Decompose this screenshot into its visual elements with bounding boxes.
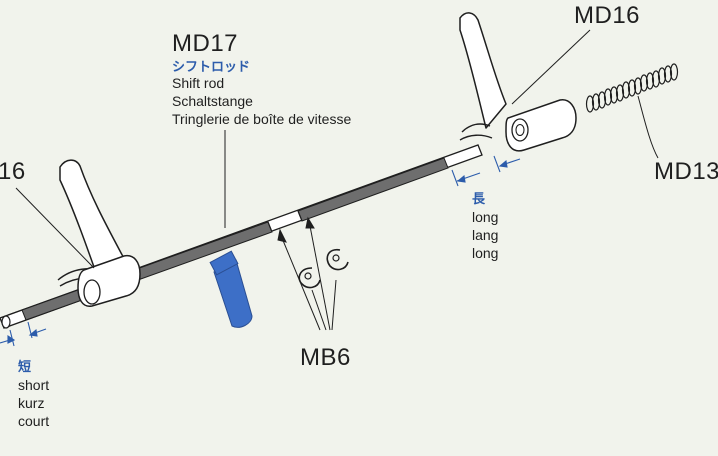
shift-rod-label-jp: シフトロッド <box>172 59 251 74</box>
long-end-label-jp: 長 <box>472 191 486 206</box>
right-fork-part-number: MD16 <box>574 2 641 29</box>
short-end-en: short <box>18 377 50 393</box>
right-shift-fork <box>459 12 577 152</box>
short-end-caption: short kurz court <box>18 376 49 430</box>
dimension-short <box>0 321 47 347</box>
left-shift-fork <box>57 159 141 307</box>
grease-tube <box>209 250 253 328</box>
long-end-de: lang <box>472 227 499 243</box>
clip-grooves <box>267 210 303 233</box>
long-end-en: long <box>472 209 499 225</box>
long-end-fr: long <box>472 245 499 261</box>
short-end-label-jp: 短 <box>18 359 32 374</box>
shift-rod-caption: Shift rod Schaltstange Tringlerie de boî… <box>172 74 351 128</box>
short-end-de: kurz <box>18 395 45 411</box>
long-end-caption: long lang long <box>472 208 498 262</box>
coil-spring <box>585 63 679 113</box>
short-end-fr: court <box>18 413 50 429</box>
leader-lines <box>15 29 659 331</box>
dimension-long <box>451 155 521 187</box>
left-fork-part-number: 16 <box>0 158 26 185</box>
e-clip-right <box>326 248 349 271</box>
shift-rod-part-number: MD17 <box>172 30 239 57</box>
shift-rod-caption-en: Shift rod <box>172 75 225 91</box>
e-clip-left <box>298 267 321 289</box>
spring-part-number: MD13 <box>654 158 718 185</box>
shift-rod-caption-de: Schaltstange <box>172 93 253 109</box>
shift-rod-caption-fr: Tringlerie de boîte de vitesse <box>172 111 352 127</box>
clip-part-number: MB6 <box>300 344 351 371</box>
